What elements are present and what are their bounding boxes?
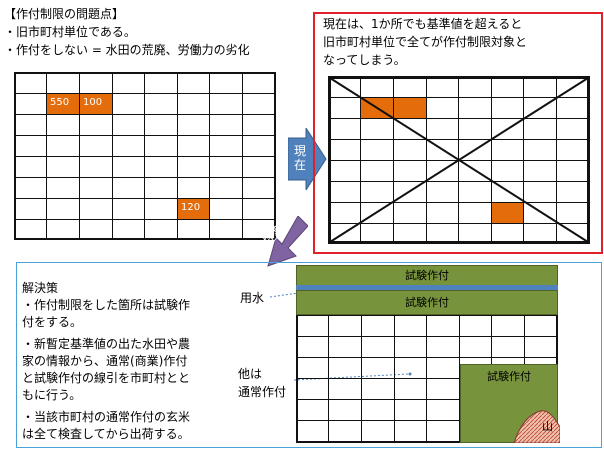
grid-vline [426, 265, 427, 443]
grid-vline [361, 265, 362, 443]
current-arrow [288, 128, 327, 190]
solution-line-5: と試験作付の線引を市町村とと [22, 371, 191, 385]
current-text-line-2: 旧市町村単位で全てが作付制限対象と [323, 35, 528, 49]
grid-hline [328, 223, 590, 224]
grid-vline [459, 265, 460, 443]
grid-hline [14, 219, 276, 220]
contaminated-cell [492, 203, 523, 223]
solution-line-7: ・当該市町村の通常作付の玄米 [22, 410, 191, 424]
other-label-line-2: 通常作付 [238, 385, 287, 399]
solution-line-2: 付をする。 [22, 315, 83, 329]
current-text-line-3: なってしまう。 [323, 53, 406, 67]
grid-vline [328, 265, 329, 443]
solution-title: 解決策 [22, 281, 59, 295]
restriction-cross-mark [328, 76, 590, 244]
current-grid [328, 76, 590, 244]
problem-line-1: ・旧市町村単位である。 [4, 25, 136, 39]
current-arrow-label: 現在 [293, 144, 306, 172]
solution-line-1: ・作付制限をした箇所は試験作 [22, 298, 191, 312]
problem-title: 【作付制限の問題点】 [4, 7, 125, 21]
proposal-arrow [267, 216, 308, 267]
grid-border-top [14, 72, 276, 74]
solution-line-3: ・新暫定基準値の出た水田や農 [22, 337, 191, 351]
solution-line-6: もに行う。 [22, 388, 82, 402]
grid-border-bottom [14, 238, 276, 240]
contaminated-cell-120: 120 [178, 199, 209, 219]
grid-hline [296, 420, 558, 421]
grid-hline [328, 202, 590, 203]
contaminated-cell-100: 100 [80, 94, 112, 114]
grid-hline [328, 118, 590, 119]
other-label-line-1: 他は [238, 367, 263, 381]
grid-hline [296, 315, 558, 316]
proposal-grid: 試験作付 試験作付 試験作付 山 [296, 265, 560, 443]
grid-hline [328, 97, 590, 98]
contaminated-cell-550: 550 [47, 94, 79, 114]
trial-planting-band-1: 試験作付 [296, 265, 558, 286]
grid-hline [14, 156, 276, 157]
grid-hline [328, 181, 590, 182]
problem-line-2: ・作付をしない = 水田の荒廃、労働力の劣化 [4, 43, 250, 57]
grid-vline [524, 265, 525, 443]
grid-hline [14, 93, 276, 94]
other-label-pointer [294, 372, 412, 381]
grid-vline [491, 265, 492, 443]
water-label-pointer [270, 292, 299, 298]
left-grid: 550 100 120 [14, 72, 276, 240]
grid-border-bottom [296, 441, 558, 443]
grid-hline [14, 198, 276, 199]
trial-planting-band-2: 試験作付 [296, 290, 558, 315]
grid-border-right [556, 265, 558, 443]
irrigation-channel [296, 285, 558, 290]
grid-hline [296, 399, 558, 400]
current-situation-box [313, 12, 603, 254]
current-text-line-1: 現在は、1か所でも基準値を超えると [323, 17, 523, 31]
grid-hline [328, 139, 590, 140]
grid-hline [14, 114, 276, 115]
mountain-label: 山 [542, 420, 553, 433]
grid-hline [296, 336, 558, 337]
solution-line-8: は全て検査してから出荷する。 [22, 427, 190, 441]
mountain-shape [514, 410, 560, 443]
grid-hline [296, 378, 558, 379]
solution-box [16, 262, 602, 448]
solution-line-4: 家の情報から、通常(商業)作付 [22, 354, 188, 368]
water-label: 用水 [240, 291, 265, 305]
grid-border-left [296, 265, 298, 443]
grid-hline [296, 357, 558, 358]
grid-hline [14, 177, 276, 178]
contaminated-cell [394, 98, 426, 118]
grid-hline [14, 135, 276, 136]
grid-vline [394, 265, 395, 443]
